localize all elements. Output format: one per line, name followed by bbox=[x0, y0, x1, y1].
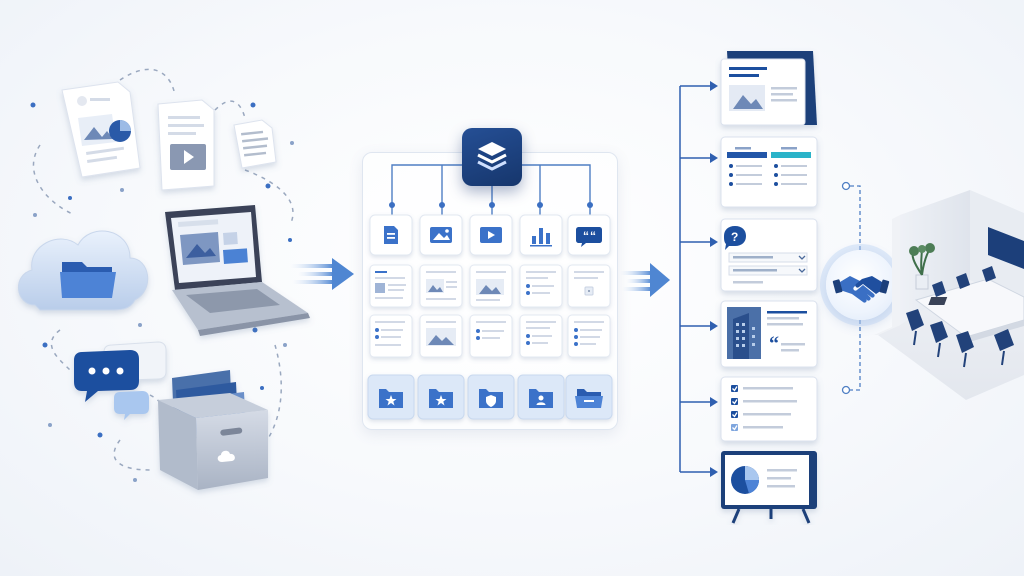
stack-layers-icon bbox=[477, 142, 507, 171]
flow-arrow-1 bbox=[290, 258, 354, 290]
folder-tile-favorites[interactable] bbox=[367, 374, 415, 420]
dashed-connectors bbox=[32, 68, 294, 471]
laptop-icon bbox=[165, 205, 310, 336]
text-document-icon bbox=[233, 119, 277, 169]
image-document-icon bbox=[61, 81, 141, 178]
svg-text:“: “ bbox=[769, 333, 779, 355]
output-case-study[interactable]: “ bbox=[720, 300, 818, 368]
folder-tile-open[interactable] bbox=[565, 374, 613, 420]
user-folder-icon bbox=[529, 389, 553, 408]
video-icon bbox=[480, 227, 502, 243]
category-tile-chart[interactable] bbox=[519, 214, 563, 256]
result-connectors bbox=[841, 181, 861, 395]
video-document-icon bbox=[157, 99, 215, 191]
bar-chart-icon bbox=[530, 228, 552, 247]
handshake-icon bbox=[832, 276, 890, 303]
quote-icon: “ “ bbox=[576, 227, 602, 247]
flow-arrow-2 bbox=[620, 263, 670, 297]
content-card[interactable] bbox=[519, 314, 563, 358]
svg-text:?: ? bbox=[731, 230, 738, 244]
content-card[interactable] bbox=[419, 264, 463, 308]
content-card[interactable] bbox=[369, 264, 413, 308]
output-faq[interactable]: ? bbox=[720, 218, 818, 292]
output-comparison-table[interactable] bbox=[720, 136, 818, 208]
category-tile-document[interactable] bbox=[369, 214, 413, 256]
svg-text:“: “ bbox=[590, 229, 596, 243]
hub-grid: “ “ bbox=[367, 214, 613, 420]
table-icon bbox=[727, 147, 811, 186]
building-quote-icon: “ bbox=[727, 307, 807, 359]
star-folder-icon bbox=[379, 389, 403, 408]
folder-tile-secure[interactable] bbox=[467, 374, 515, 420]
content-card[interactable] bbox=[419, 314, 463, 358]
decor-dots bbox=[30, 102, 294, 482]
shield-folder-icon bbox=[479, 389, 503, 408]
svg-text:“: “ bbox=[583, 229, 589, 243]
cloud-folder-icon bbox=[17, 230, 149, 311]
folder-tile-starred[interactable] bbox=[417, 374, 465, 420]
content-card[interactable] bbox=[369, 314, 413, 358]
output-brochure[interactable] bbox=[720, 51, 817, 126]
star-folder-icon bbox=[429, 389, 453, 408]
category-tile-image[interactable] bbox=[419, 214, 463, 256]
content-card[interactable] bbox=[469, 314, 513, 358]
output-presentation[interactable] bbox=[721, 451, 817, 524]
handshake-badge bbox=[826, 250, 896, 320]
content-card[interactable] bbox=[567, 264, 611, 308]
category-tile-video[interactable] bbox=[469, 214, 513, 256]
outputs-column: ? “ bbox=[720, 51, 818, 524]
sources-area bbox=[17, 68, 310, 490]
hub-stack-tile bbox=[462, 128, 522, 186]
folder-tile-people[interactable] bbox=[517, 374, 565, 420]
content-card[interactable] bbox=[519, 264, 563, 308]
category-tile-quote[interactable]: “ “ bbox=[567, 214, 611, 256]
document-icon bbox=[384, 226, 398, 244]
archive-box-icon bbox=[158, 370, 268, 490]
meeting-room-scene bbox=[874, 190, 1024, 400]
checklist-icon bbox=[731, 385, 797, 431]
chat-bubble-icon bbox=[74, 341, 167, 420]
pie-chart-board-icon bbox=[731, 466, 797, 494]
open-folder-icon bbox=[575, 389, 603, 408]
content-card[interactable] bbox=[567, 314, 611, 358]
output-checklist[interactable] bbox=[720, 376, 818, 442]
brochure-icon bbox=[729, 67, 797, 111]
image-icon bbox=[430, 227, 452, 243]
content-card[interactable] bbox=[469, 264, 513, 308]
output-branches bbox=[679, 81, 718, 477]
question-icon: ? bbox=[724, 226, 746, 250]
